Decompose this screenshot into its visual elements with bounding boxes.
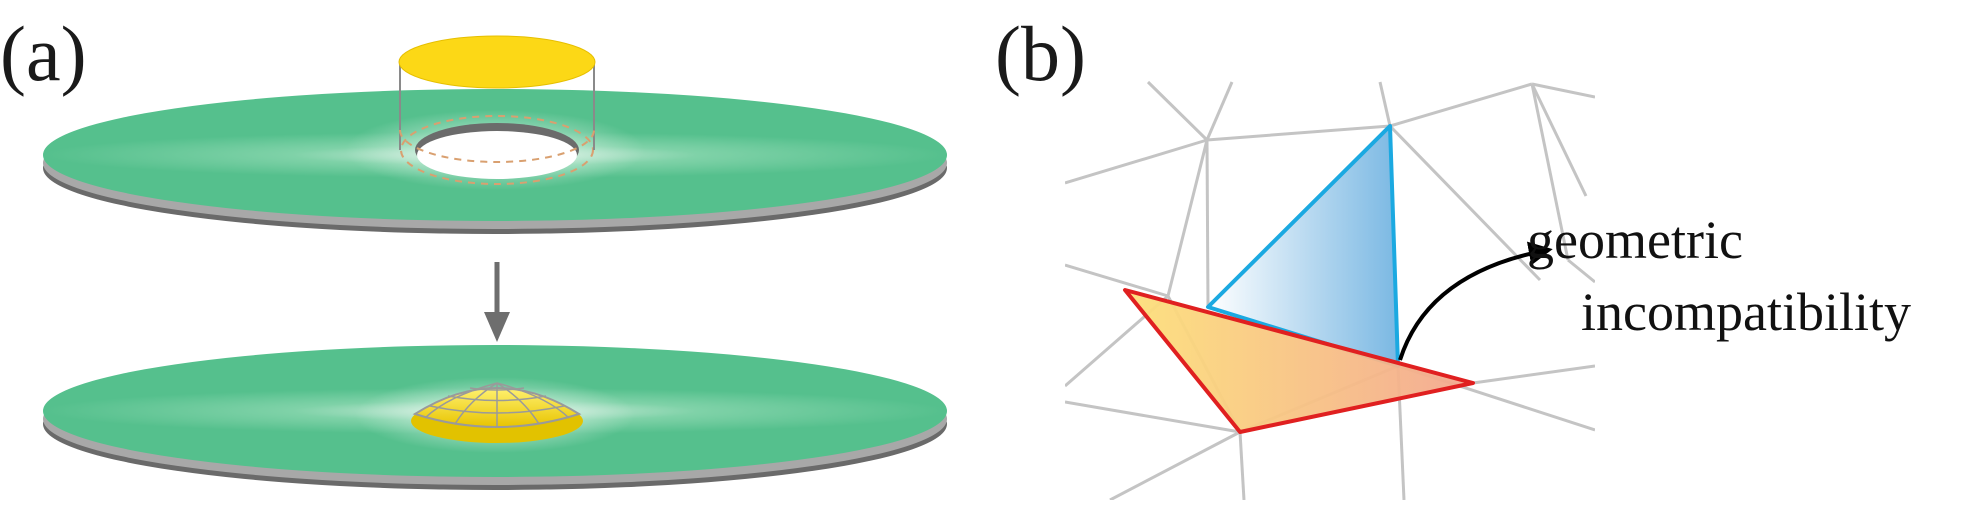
dome-inclusion [411, 382, 583, 443]
dome-grid [424, 382, 570, 427]
incompatibility-arrow [1398, 241, 1553, 361]
annotation-line-1: geometric [1527, 210, 1743, 270]
panel-a: (a) [0, 10, 947, 490]
red-triangle [1123, 288, 1475, 434]
panel-b-label: (b) [995, 10, 1086, 97]
panel-a-label: (a) [0, 10, 87, 97]
yellow-inclusion [398, 35, 596, 163]
cylinder-bottom-dashed [399, 129, 595, 163]
annotation-line-2: incompatibility [1581, 282, 1911, 342]
transform-arrow [484, 262, 510, 342]
panel-b: (b) [995, 10, 1911, 500]
cylinder-top [398, 35, 596, 89]
hole-opening [417, 131, 577, 179]
upper-disk [43, 89, 947, 234]
